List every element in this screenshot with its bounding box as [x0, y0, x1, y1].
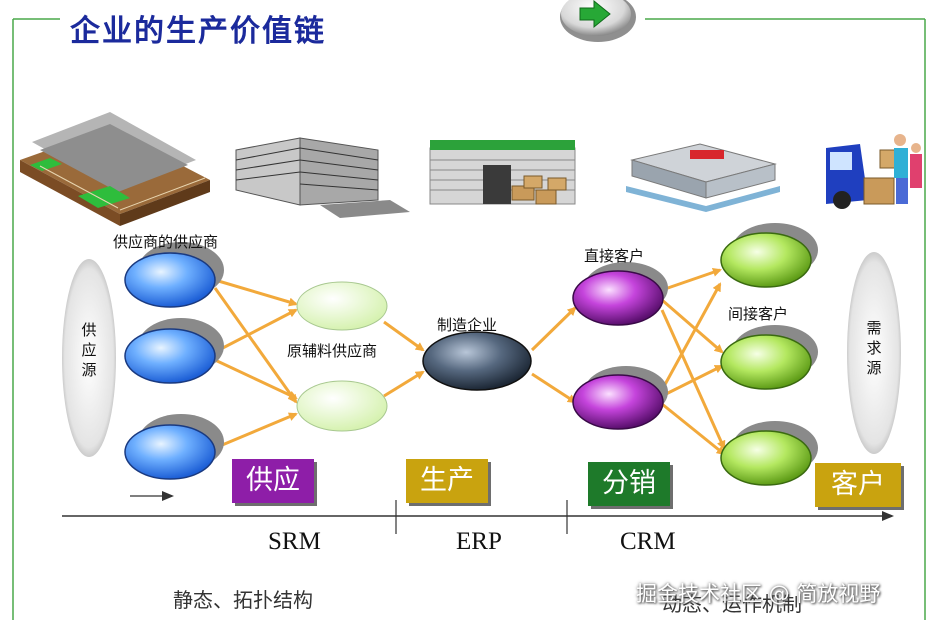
supplier-node [124, 414, 224, 480]
stage-distribution: 分销 [588, 462, 670, 506]
label-indirect-customer: 间接客户 [728, 305, 789, 323]
manufacturer-node [422, 331, 532, 391]
flow-arrows [213, 268, 726, 456]
stage-customer-label: 客户 [831, 469, 885, 500]
supplier-node [124, 242, 224, 308]
label-demand-source: 需求源 [866, 319, 882, 377]
stage-customer: 客户 [815, 463, 901, 507]
direct-customer-node [572, 262, 668, 326]
raw-material-node [296, 281, 388, 331]
direct-customer-node [572, 366, 668, 430]
system-erp: ERP [456, 528, 502, 555]
supply-source-node [62, 259, 116, 457]
stage-supply-label: 供应 [246, 465, 300, 496]
next-arrow-icon[interactable] [560, 0, 636, 42]
page-title: 企业的生产价值链 [70, 14, 326, 49]
warehouse-icon [20, 112, 210, 226]
label-supplier-of-supplier: 供应商的供应商 [113, 233, 219, 251]
indirect-customer-node [720, 421, 818, 486]
office-building-icon [235, 137, 410, 218]
indirect-customer-node [720, 223, 818, 288]
indirect-customer-node [720, 325, 818, 390]
stage-production: 生产 [406, 459, 488, 503]
green-frame [12, 18, 926, 620]
delivery-truck-icon [826, 134, 922, 209]
factory-icon [429, 140, 576, 205]
label-manufacturer: 制造企业 [437, 316, 498, 334]
system-crm: CRM [620, 528, 676, 555]
label-raw-material-supplier: 原辅料供应商 [287, 342, 378, 360]
supplier-node [124, 318, 224, 384]
label-supply-source: 供应源 [81, 321, 97, 379]
stage-supply: 供应 [232, 459, 314, 503]
footer-dynamic-caption: 动态、运作机制 [662, 592, 802, 616]
demand-source-node [847, 252, 901, 454]
system-srm: SRM [268, 528, 321, 555]
supermarket-icon [626, 143, 780, 212]
watermark: 掘金技术社区 @ 简放视野 [636, 582, 881, 606]
stage-distribution-label: 分销 [602, 468, 656, 499]
raw-material-node [296, 380, 388, 432]
footer-static-caption: 静态、拓扑结构 [173, 588, 313, 612]
stage-production-label: 生产 [420, 465, 474, 496]
label-direct-customer: 直接客户 [584, 247, 645, 265]
